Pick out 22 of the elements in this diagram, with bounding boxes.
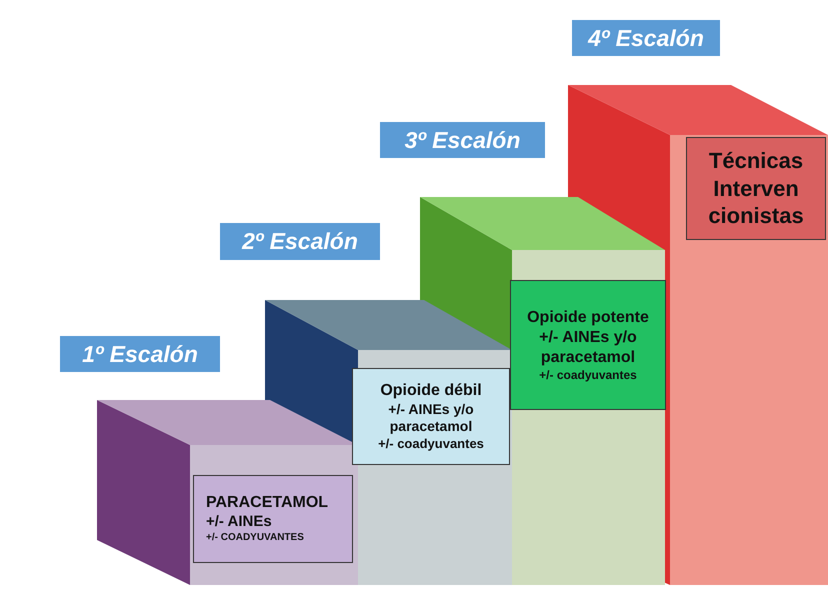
- adjuvant-line: +/- coadyuvantes: [378, 436, 484, 452]
- drug-line: +/- AINEs y/o paracetamol: [387, 400, 475, 436]
- step-label: 2º Escalón: [242, 228, 358, 255]
- step-label-box: [60, 336, 220, 372]
- adjuvant-line: +/- coadyuvantes: [539, 368, 637, 382]
- drug-line: +/- AINEs y/o paracetamol: [538, 328, 638, 368]
- drug-line: +/- AINEs: [206, 513, 272, 532]
- drug-name: PARACETAMOL: [206, 493, 328, 514]
- step-label-box: [380, 122, 545, 158]
- treatment-box: [193, 475, 353, 563]
- drug-name: Opioide potente: [527, 308, 649, 328]
- adjuvant-line: +/- COADYUVANTES: [206, 532, 304, 545]
- treatment-box: [510, 280, 666, 410]
- step-label: 1º Escalón: [82, 340, 198, 368]
- step-label-box: [572, 20, 720, 56]
- step-label-box: [220, 223, 380, 260]
- treatment-box: [686, 137, 826, 240]
- step-label: 3º Escalón: [404, 126, 520, 154]
- treatment-box: [352, 368, 510, 465]
- step-label: 4º Escalón: [588, 24, 704, 52]
- treatment-text: Técnicas Interven cionistas: [707, 147, 805, 230]
- drug-name: Opioide débil: [380, 380, 482, 401]
